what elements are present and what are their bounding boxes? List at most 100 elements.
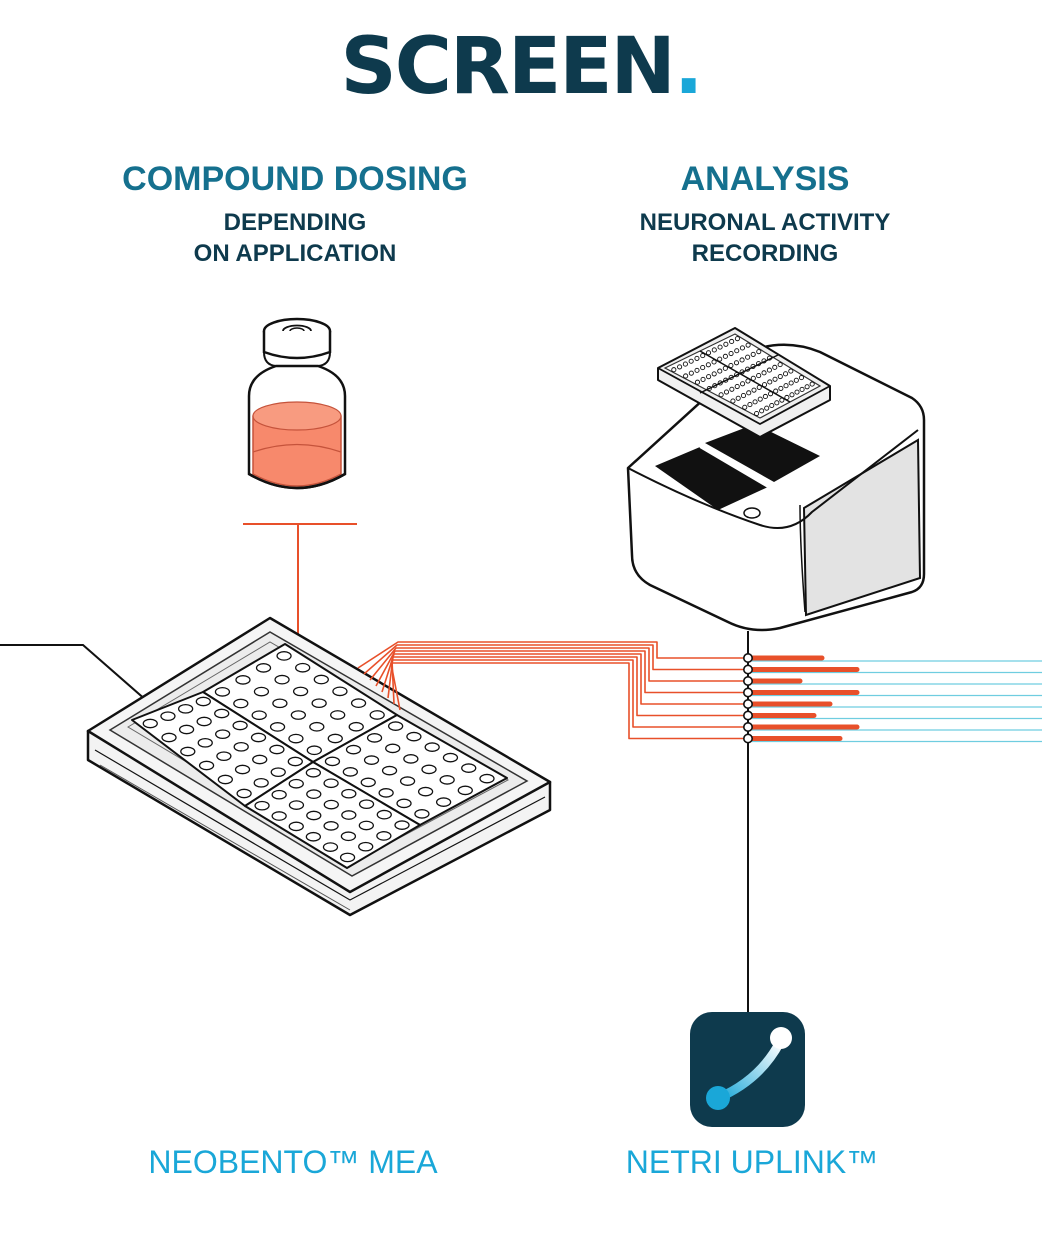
floating-plate-well bbox=[739, 369, 745, 375]
plate-well bbox=[363, 755, 380, 765]
floating-plate-well bbox=[706, 385, 712, 392]
floating-plate-well bbox=[773, 388, 779, 394]
plate-well bbox=[254, 800, 270, 811]
plate-well bbox=[287, 756, 303, 767]
floating-plate-well bbox=[783, 383, 789, 389]
plate-well bbox=[309, 721, 325, 732]
plate-well bbox=[323, 821, 339, 831]
channel-wire bbox=[363, 644, 748, 675]
floating-plate-well bbox=[711, 371, 717, 377]
plate-well bbox=[435, 797, 452, 807]
floating-plate-well bbox=[723, 389, 730, 395]
plate-well bbox=[324, 756, 341, 767]
floating-plate-well bbox=[722, 353, 728, 359]
plate-well bbox=[323, 799, 339, 810]
plate-well bbox=[340, 831, 357, 842]
plate-well bbox=[366, 733, 383, 743]
floating-plate-well bbox=[777, 373, 783, 380]
plate-well bbox=[272, 698, 288, 709]
plate-well bbox=[369, 710, 385, 720]
floating-plate-well bbox=[734, 336, 740, 342]
plate-well bbox=[406, 731, 422, 742]
floating-plate-well bbox=[700, 376, 706, 383]
analysis-subtitle-1: NEURONAL ACTIVITY bbox=[639, 209, 891, 236]
plate-well bbox=[233, 698, 249, 709]
channel-node bbox=[742, 710, 753, 721]
brand-dot: . bbox=[673, 22, 704, 112]
floating-plate-well bbox=[756, 384, 762, 390]
floating-plate-well bbox=[682, 361, 688, 367]
netri-uplink-label: NETRI UPLINK™ bbox=[625, 1144, 879, 1180]
floating-plate-well bbox=[700, 353, 706, 359]
floating-plate-well bbox=[706, 374, 712, 380]
floating-plate-well bbox=[784, 394, 790, 401]
brand-title-text: SCREEN bbox=[340, 22, 676, 112]
plate-well bbox=[394, 820, 410, 830]
floating-plate-well bbox=[752, 399, 758, 405]
floating-plate-well bbox=[756, 373, 762, 379]
plate-well bbox=[290, 710, 307, 720]
plate-well bbox=[288, 821, 304, 832]
plate-well bbox=[396, 798, 412, 809]
plate-well bbox=[424, 742, 440, 752]
floating-plate-well bbox=[739, 345, 745, 351]
floating-plate-well bbox=[809, 381, 815, 387]
floating-plate-well bbox=[745, 366, 751, 372]
plate-well bbox=[235, 675, 251, 685]
floating-plate-well bbox=[761, 358, 767, 364]
floating-plate-well bbox=[740, 381, 746, 387]
compound-dosing-subtitle-2: ON APPLICATION bbox=[193, 240, 397, 267]
plate-well bbox=[330, 710, 346, 720]
brand-title: SCREEN. bbox=[0, 28, 1042, 106]
plate-well bbox=[414, 809, 430, 819]
floating-plate-well bbox=[750, 351, 756, 357]
floating-plate-well bbox=[789, 392, 795, 398]
floating-plate-well bbox=[757, 396, 763, 402]
floating-plate-well bbox=[723, 377, 729, 383]
floating-plate-well bbox=[777, 362, 783, 368]
plate-well bbox=[306, 745, 322, 756]
floating-plate-well bbox=[671, 367, 677, 373]
plate-well bbox=[313, 674, 329, 685]
plate-well bbox=[269, 744, 285, 755]
plate-well bbox=[197, 737, 213, 748]
plate-well bbox=[196, 716, 212, 727]
plate-well bbox=[292, 686, 309, 697]
plate-well bbox=[376, 831, 392, 841]
plate-well bbox=[269, 722, 286, 732]
neobento-mea-label: NEOBENTO™ MEA bbox=[148, 1144, 438, 1180]
floating-plate-well bbox=[705, 362, 711, 368]
floating-plate-well bbox=[694, 379, 701, 385]
plate-well bbox=[215, 729, 231, 740]
plate-well bbox=[253, 777, 269, 788]
plate-well bbox=[274, 674, 290, 685]
plate-well bbox=[306, 789, 322, 800]
analysis-subtitle-2: RECORDING bbox=[691, 240, 839, 267]
plate-well bbox=[270, 767, 286, 778]
plate-well bbox=[323, 778, 339, 789]
channel-node bbox=[742, 652, 753, 663]
plate-well bbox=[350, 698, 367, 709]
plate-well bbox=[251, 710, 267, 721]
plate-well bbox=[236, 788, 252, 799]
floating-plate-well bbox=[799, 386, 805, 392]
plate-well bbox=[341, 810, 357, 820]
plate-well bbox=[295, 662, 311, 673]
plate-well bbox=[142, 718, 158, 729]
floating-plate-well bbox=[751, 387, 757, 393]
plate-well bbox=[271, 811, 287, 821]
plate-well bbox=[234, 764, 251, 775]
floating-plate-well bbox=[705, 350, 712, 356]
floating-plate-well bbox=[729, 386, 735, 392]
vial-icon bbox=[247, 317, 347, 490]
plate-well bbox=[178, 724, 195, 735]
plate-well bbox=[233, 741, 249, 752]
channel-wire bbox=[381, 653, 748, 705]
floating-plate-well bbox=[694, 367, 700, 373]
plate-well bbox=[311, 698, 327, 709]
floating-plate-well bbox=[717, 368, 723, 374]
channel-wires bbox=[357, 641, 748, 740]
plate-well bbox=[387, 721, 404, 731]
plate-well bbox=[214, 708, 230, 719]
channel-node bbox=[742, 675, 753, 686]
